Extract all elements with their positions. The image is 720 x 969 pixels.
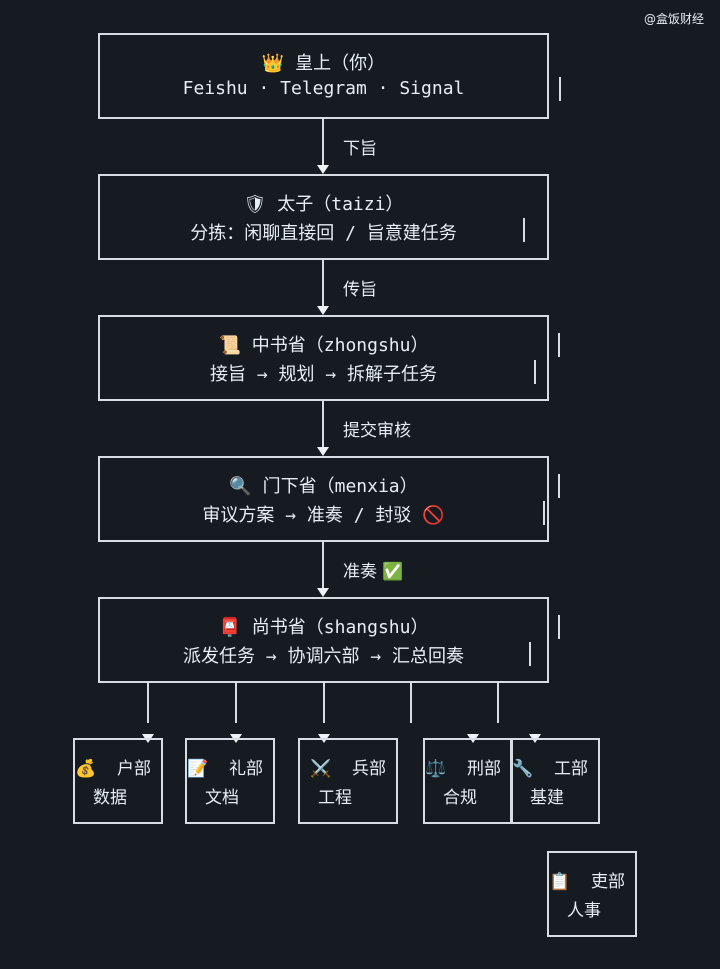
ministry-name: 吏部	[591, 872, 625, 892]
ascii-pipe	[529, 642, 531, 666]
ministry-libu-personnel: 📋 吏部 人事	[547, 851, 637, 937]
watermark: @盒饭财经	[643, 12, 704, 26]
ministry-role: 文档	[205, 788, 239, 808]
connector	[497, 683, 499, 723]
ascii-pipe	[559, 77, 561, 101]
ministry-role: 合规	[443, 788, 477, 808]
node-title: 门下省（menxia）	[262, 476, 418, 497]
ascii-pipe	[558, 615, 560, 639]
ministry-name: 兵部	[352, 759, 386, 779]
ministry-gongbu: 🔧 工部 基建	[510, 738, 600, 824]
node-menxia: 🔍 门下省（menxia） 审议方案 → 准奏 / 封驳 🚫	[98, 456, 549, 542]
ascii-pipe	[523, 218, 525, 242]
memo-icon: 📝	[187, 759, 209, 779]
ministry-name: 刑部	[467, 759, 501, 779]
ascii-pipe	[534, 360, 536, 384]
node-emperor: 👑 皇上（你） Feishu · Telegram · Signal	[98, 33, 549, 119]
node-title: 太子（taizi）	[277, 194, 404, 215]
edge-label: 准奏 ✅	[343, 562, 404, 582]
magnifier-icon: 🔍	[229, 476, 252, 497]
ministry-name: 工部	[554, 759, 588, 779]
connector	[147, 683, 149, 723]
clipboard-icon: 📋	[549, 872, 571, 892]
postbox-icon: 📮	[218, 617, 241, 638]
connector	[410, 683, 412, 723]
scroll-icon: 📜	[218, 335, 241, 356]
ministry-name: 礼部	[229, 759, 263, 779]
ministry-role: 人事	[567, 901, 601, 921]
ministry-role: 基建	[530, 788, 564, 808]
node-desc: 接旨 → 规划 → 拆解子任务	[209, 364, 438, 385]
connector	[322, 542, 324, 589]
money-bag-icon: 💰	[75, 759, 97, 779]
node-desc: 审议方案 → 准奏 / 封驳 🚫	[202, 505, 445, 526]
edge-label: 下旨	[343, 139, 377, 159]
edge-label: 传旨	[343, 280, 377, 300]
arrow-down-icon	[317, 306, 329, 315]
ministry-role: 数据	[93, 788, 127, 808]
edge-label: 提交审核	[343, 421, 411, 441]
wrench-icon: 🔧	[512, 759, 534, 779]
ascii-pipe	[558, 333, 560, 357]
connector	[322, 260, 324, 307]
ministry-hubu: 💰 户部 数据	[73, 738, 163, 824]
ministry-libu-rites: 📝 礼部 文档	[185, 738, 275, 824]
arrow-down-icon	[317, 165, 329, 174]
connector	[322, 401, 324, 448]
shield-icon: 🛡	[243, 194, 267, 215]
crown-icon: 👑	[261, 53, 285, 74]
ascii-pipe	[543, 501, 545, 525]
ministry-name: 户部	[117, 759, 151, 779]
node-desc: Feishu · Telegram · Signal	[182, 78, 465, 99]
ministry-bingbu: ⚔️ 兵部 工程	[298, 738, 398, 824]
node-shangshu: 📮 尚书省（shangshu） 派发任务 → 协调六部 → 汇总回奏	[98, 597, 549, 683]
node-desc: 分拣：闲聊直接回 / 旨意建任务	[190, 223, 457, 244]
node-desc: 派发任务 → 协调六部 → 汇总回奏	[182, 646, 465, 667]
ministry-role: 工程	[318, 788, 352, 808]
node-zhongshu: 📜 中书省（zhongshu） 接旨 → 规划 → 拆解子任务	[98, 315, 549, 401]
arrow-down-icon	[317, 588, 329, 597]
connector	[323, 683, 325, 723]
connector	[235, 683, 237, 723]
node-title: 皇上（你）	[295, 53, 386, 74]
connector	[322, 119, 324, 166]
node-taizi: 🛡 太子（taizi） 分拣：闲聊直接回 / 旨意建任务	[98, 174, 549, 260]
node-title: 中书省（zhongshu）	[251, 335, 429, 356]
arrow-down-icon	[317, 447, 329, 456]
scales-icon: ⚖️	[425, 759, 447, 779]
node-title: 尚书省（shangshu）	[251, 617, 429, 638]
ministry-xingbu: ⚖️ 刑部 合规	[423, 738, 513, 824]
crossed-swords-icon: ⚔️	[310, 759, 332, 779]
ascii-pipe	[558, 474, 560, 498]
